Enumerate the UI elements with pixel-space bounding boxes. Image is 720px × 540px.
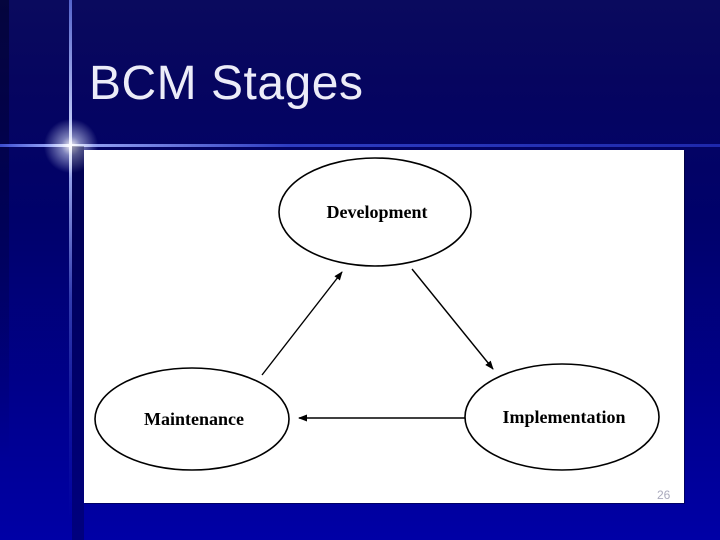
diagram-canvas: Development Maintenance Implementation <box>84 150 684 503</box>
slide-title: BCM Stages <box>89 57 364 110</box>
vertical-accent-line <box>69 0 72 540</box>
maintenance-ellipse <box>94 367 290 471</box>
implementation-label: Implementation <box>503 407 626 427</box>
left-edge-shade <box>0 0 9 540</box>
development-ellipse <box>278 157 472 267</box>
implementation-ellipse <box>464 363 660 471</box>
arrow-maintenance-to-development <box>261 271 343 376</box>
page-number: 26 <box>657 488 671 502</box>
horizontal-accent-line <box>0 144 720 147</box>
arrow-development-to-implementation <box>411 268 494 370</box>
maintenance-label: Maintenance <box>144 409 244 429</box>
accent-line-shade <box>72 146 84 540</box>
development-label: Development <box>327 202 428 222</box>
cycle-diagram: Development Maintenance Implementation <box>94 157 660 471</box>
